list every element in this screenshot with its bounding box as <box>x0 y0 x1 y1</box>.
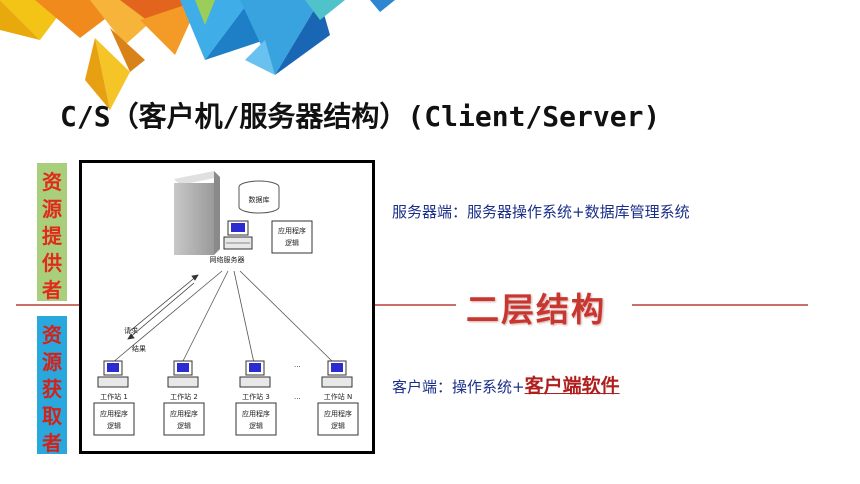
consumer-char: 取 <box>42 404 62 428</box>
provider-char: 资 <box>42 170 62 194</box>
resource-consumer-label: 资 源 获 取 者 <box>37 316 67 455</box>
ellipsis: ··· <box>294 395 301 403</box>
database-icon: 数据库 <box>238 180 280 214</box>
request-result-arrows <box>127 274 199 340</box>
result-label: 结果 <box>132 344 146 353</box>
client-side-note: 客户端：操作系统+客户端软件 <box>392 371 620 398</box>
server-label: 网络服务器 <box>210 255 245 264</box>
app-logic-line2: 逻辑 <box>249 421 263 430</box>
server-tower-icon <box>174 171 220 255</box>
slide-title: C/S（客户机/服务器结构）(Client/Server) <box>60 100 661 133</box>
consumer-char: 获 <box>42 377 62 401</box>
network-links <box>111 270 335 364</box>
provider-char: 提 <box>42 224 62 248</box>
two-tier-label: 二层结构 <box>466 290 606 329</box>
decorative-header-shapes <box>0 0 395 110</box>
database-label: 数据库 <box>249 195 270 204</box>
provider-char: 源 <box>42 197 62 221</box>
request-label: 请求 <box>124 326 138 335</box>
ellipsis: ··· <box>294 363 301 371</box>
provider-char: 供 <box>42 251 62 275</box>
provider-char: 者 <box>42 278 62 302</box>
app-logic-line1: 应用程序 <box>242 409 270 418</box>
app-logic-line2: 逻辑 <box>177 421 191 430</box>
workstation-label: 工作站 N <box>324 392 352 401</box>
consumer-char: 源 <box>42 350 62 374</box>
app-logic-line2: 逻辑 <box>107 421 121 430</box>
workstation-1: 工作站 1 应用程序 逻辑 <box>93 360 135 436</box>
server-side-note: 服务器端：服务器操作系统+数据库管理系统 <box>392 203 690 221</box>
workstation-label: 工作站 3 <box>242 392 270 401</box>
workstation-label: 工作站 2 <box>170 392 198 401</box>
workstation-2: 工作站 2 应用程序 逻辑 <box>163 360 205 436</box>
app-logic-line1: 应用程序 <box>278 226 306 235</box>
workstation-3: 工作站 3 应用程序 逻辑 <box>235 360 277 436</box>
workstation-label: 工作站 1 <box>100 392 128 401</box>
consumer-char: 资 <box>42 323 62 347</box>
server-computer-icon <box>223 220 253 250</box>
divider-line-right <box>632 304 808 306</box>
app-logic-line1: 应用程序 <box>100 409 128 418</box>
app-logic-line1: 应用程序 <box>324 409 352 418</box>
client-software-link[interactable]: 客户端软件 <box>524 375 620 397</box>
consumer-char: 者 <box>42 431 62 455</box>
cs-architecture-diagram: 数据库 网络服务器 应用程序 逻辑 请求 结果 <box>79 160 375 454</box>
workstation-n: 工作站 N 应用程序 逻辑 <box>317 360 359 436</box>
server-app-logic-box <box>271 220 313 254</box>
app-logic-line1: 应用程序 <box>170 409 198 418</box>
client-note-prefix: 客户端：操作系统+ <box>392 378 525 396</box>
app-logic-line2: 逻辑 <box>331 421 345 430</box>
app-logic-line2: 逻辑 <box>285 238 299 247</box>
resource-provider-label: 资 源 提 供 者 <box>37 163 67 302</box>
